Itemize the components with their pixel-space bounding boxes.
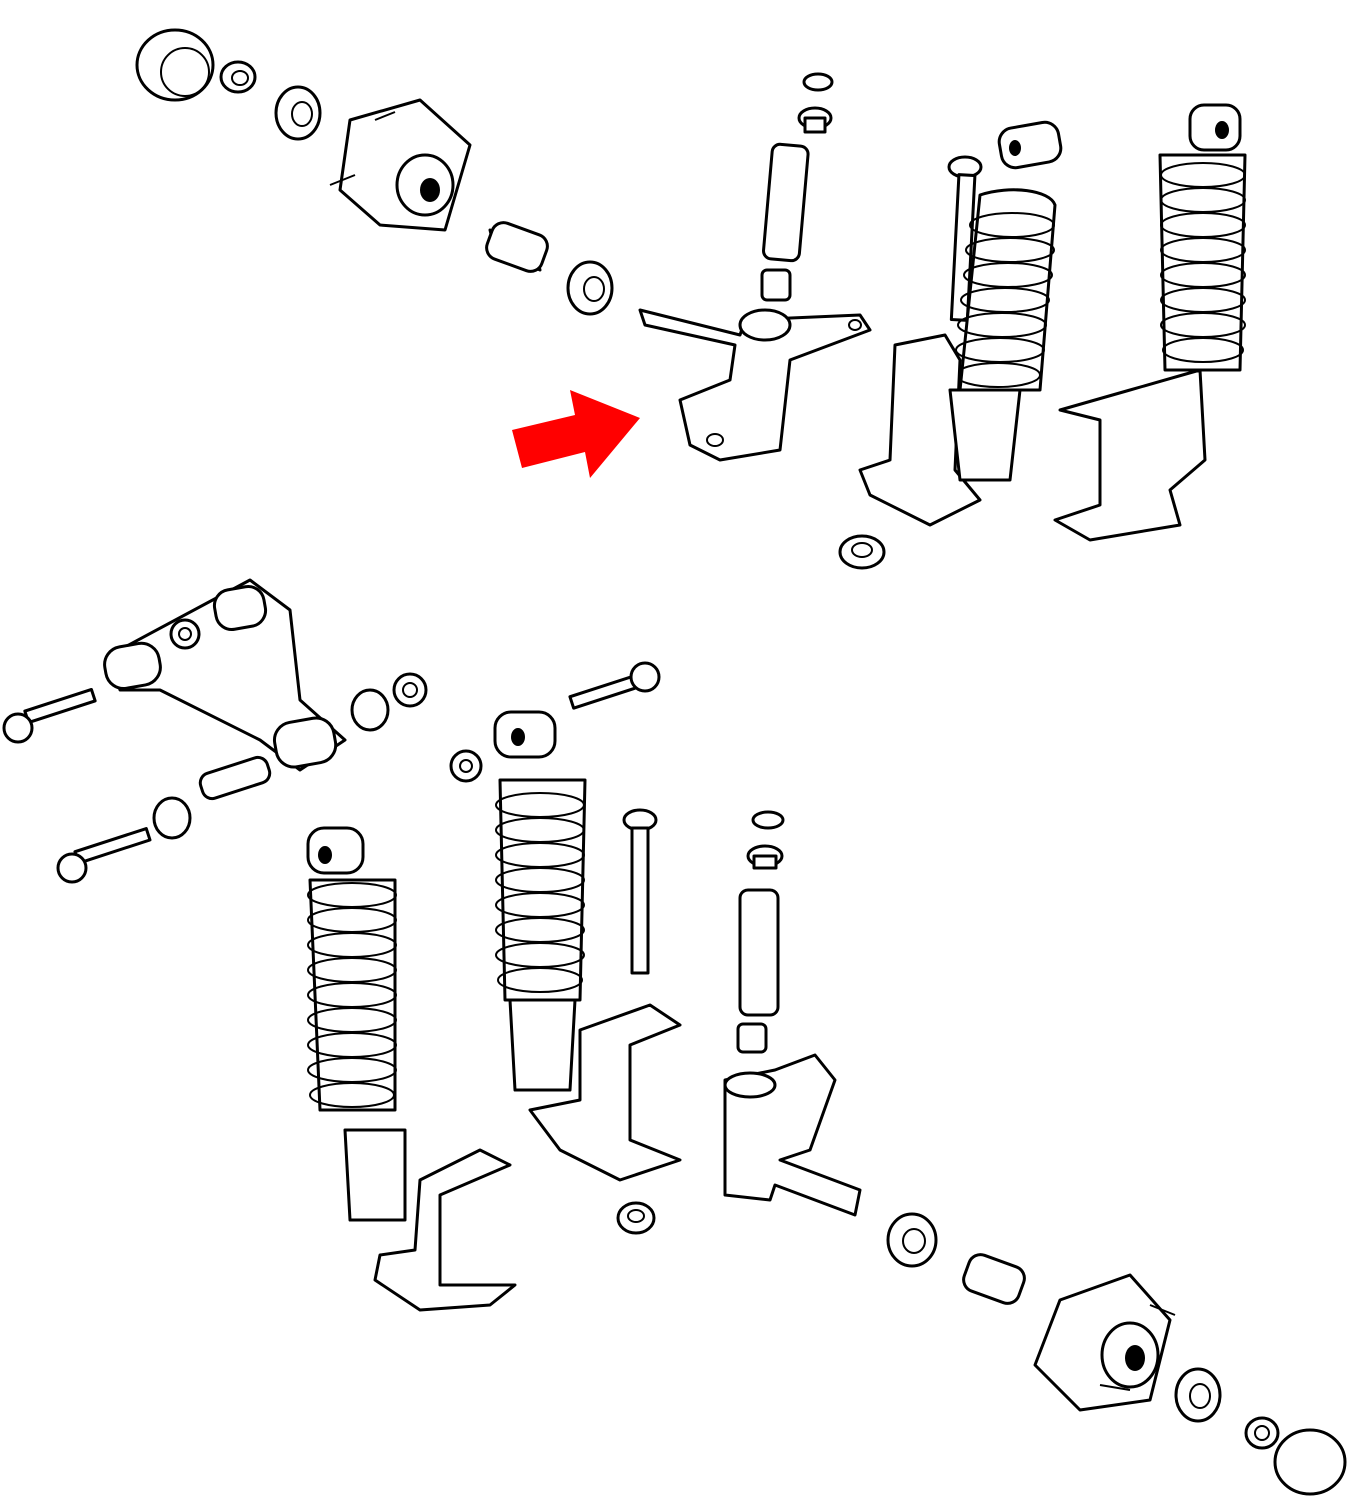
kingpin-tube-bottom [738,888,780,1017]
a-arm-sleeve [198,755,272,801]
shock-nut-lower [449,749,483,783]
thrust-washer-top [802,72,834,92]
shock-absorber-bottom-left [306,826,517,1312]
a-arm-bolt-upper [2,687,97,744]
spindle-bottom [723,1053,862,1217]
flange-nut-top [838,534,886,570]
shock-absorber-top-left [858,120,1063,527]
bushing-bottom [746,844,784,870]
lock-nut-top [219,60,257,94]
a-arm-bushing-right [350,672,428,732]
spacer-tube-bottom [962,1253,1026,1305]
a-arm [103,578,347,772]
bearing-top-outer [274,85,322,141]
bearing-bottom-inner [886,1212,938,1268]
kingpin-tube-top [762,142,810,263]
shock-bolt-lower [568,661,661,710]
flange-nut-bottom [616,1201,656,1235]
bearing-bottom-outer [1174,1367,1222,1423]
arrow-right-icon [512,390,640,478]
thrust-washer-bottom [751,810,785,830]
bushing-top [797,106,833,134]
wheel-hub-bottom [1033,1273,1176,1412]
bolt-long-bottom [622,808,658,975]
spacer-tube-top [485,221,549,273]
dust-cap-top [135,28,215,102]
a-arm-bushing-lower [152,796,192,840]
wheel-hub-top [329,98,472,232]
a-arm-nut-upper [169,618,201,650]
spacer-bottom [736,1022,768,1054]
bolt-long-top [947,155,983,322]
dust-cap-bottom [1273,1428,1347,1496]
spacer-top [760,268,792,302]
shock-absorber-bottom-center [493,710,682,1182]
bearing-top-inner [566,260,614,316]
shock-absorber-top-right [1053,103,1247,542]
spindle-top-highlighted [638,308,872,462]
a-arm-bolt-lower [56,827,152,884]
lock-nut-bottom [1244,1416,1280,1450]
